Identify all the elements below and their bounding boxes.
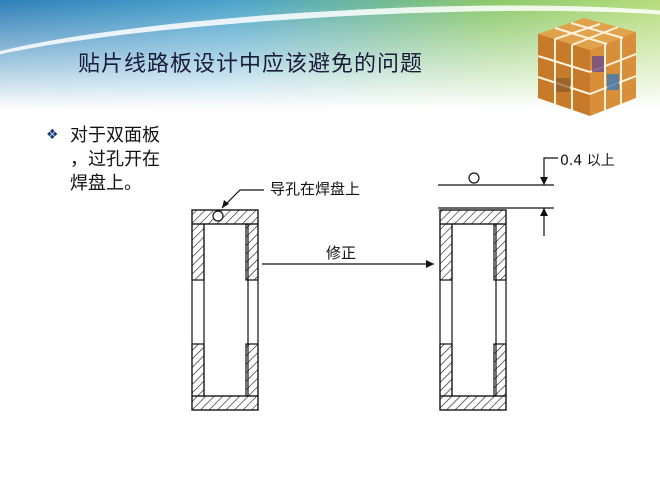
dimension-label: 0.4 以上 [560, 153, 615, 169]
diagram-drawing [191, 157, 558, 411]
bullet-line: ，过孔开在 [70, 149, 160, 170]
relocated-via-hole [468, 172, 480, 184]
bullet-text: 对于双面板 ，过孔开在 焊盘上。 [70, 124, 200, 196]
left-component [191, 209, 259, 411]
via-hole-on-pad [212, 210, 224, 222]
bullet-line: 焊盘上。 [70, 173, 142, 194]
diamond-bullet-icon: ❖ [46, 127, 59, 143]
decorative-cube-image [537, 18, 637, 116]
dimension-marker [438, 157, 558, 236]
bullet-line: 对于双面板 [70, 125, 160, 146]
via-leader-line [221, 189, 264, 209]
right-component [439, 209, 507, 411]
correction-label: 修正 [326, 244, 357, 262]
pcb-via-diagram: 导孔在焊盘上 修正 0.4 以上 [180, 150, 620, 420]
slide-title: 贴片线路板设计中应该避免的问题 [78, 52, 424, 77]
via-on-pad-label: 导孔在焊盘上 [270, 180, 361, 198]
